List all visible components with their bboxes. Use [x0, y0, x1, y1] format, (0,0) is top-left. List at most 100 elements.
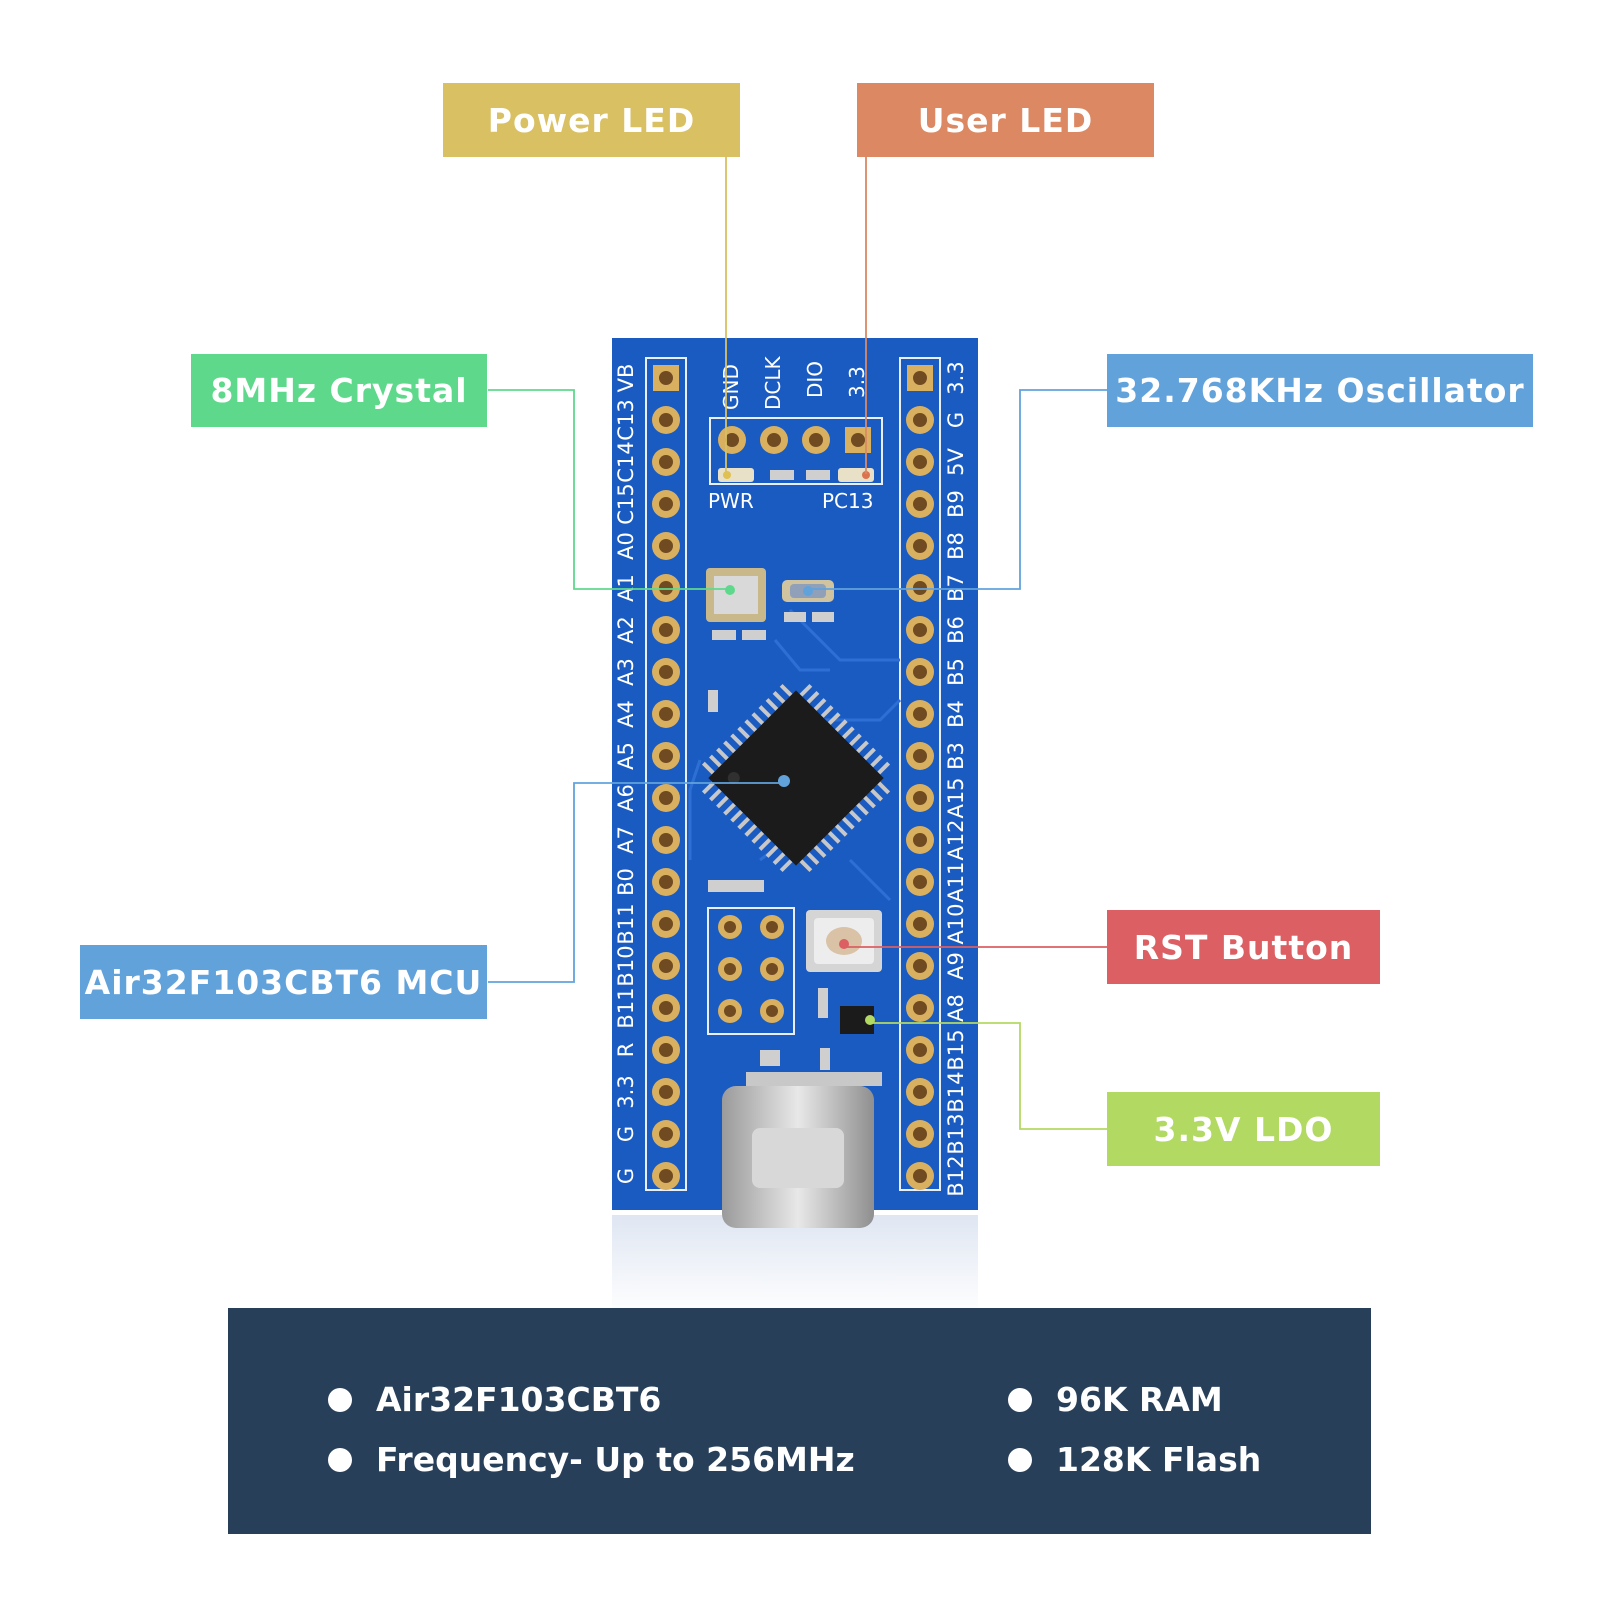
pin-layer: VBC13C14C15A0A1A2A3A4A5A6A7B0B11B10B11R3… — [614, 361, 968, 1196]
header-pin-hole — [659, 707, 673, 721]
right-pin-label: B8 — [944, 532, 968, 560]
power-led-dot — [723, 471, 731, 479]
bullet-icon — [328, 1387, 352, 1412]
oscillator-32k-leader — [808, 389, 1108, 590]
mcu-lead — [799, 683, 813, 697]
mcu-lead — [834, 719, 848, 733]
right-pin-label: A12 — [944, 819, 968, 860]
mcu-lead — [716, 795, 729, 809]
header-pin-hole — [659, 1169, 673, 1183]
header-pin-hole — [913, 959, 927, 973]
right-pin-label: A9 — [944, 952, 968, 980]
header-pin-hole — [659, 371, 673, 385]
mcu-lead — [701, 761, 715, 775]
mcu-lead — [751, 712, 765, 725]
header-pin-hole — [913, 1043, 927, 1057]
right-pin-label: A8 — [944, 994, 968, 1022]
header-pin-hole — [913, 1001, 927, 1015]
right-pin-label: B15 — [944, 1029, 968, 1070]
right-pin-label: B9 — [944, 490, 968, 518]
capacitor — [812, 612, 834, 622]
left-pin-label: C13 — [614, 399, 638, 440]
spec-item-flash: 128K Flash — [1008, 1440, 1261, 1479]
mcu-lead — [716, 747, 729, 761]
mcu-lead — [772, 691, 786, 704]
header-pin-hole — [913, 749, 927, 763]
debug-header-outline — [709, 417, 883, 485]
header-pin-hole — [725, 433, 739, 447]
right-pin-label: B13 — [944, 1113, 968, 1154]
capacitor-array — [708, 880, 764, 892]
header-pin-hole — [913, 413, 927, 427]
header-pin-hole — [913, 371, 927, 385]
mcu-lead — [744, 823, 758, 837]
mcu-lead — [863, 795, 876, 809]
mcu-lead — [863, 747, 876, 761]
boot-header-outline — [707, 907, 795, 1035]
capacitor — [784, 612, 806, 622]
mcu-lead — [856, 740, 869, 754]
capacitor — [742, 630, 766, 640]
left-pin-label: A6 — [614, 784, 638, 812]
boot-header-pins — [718, 915, 784, 1023]
header-pin-hole — [659, 497, 673, 511]
left-pin-label: A5 — [614, 742, 638, 770]
mcu-lead — [723, 802, 736, 816]
header-pin-hole — [659, 539, 673, 553]
user-led-callout: User LED — [857, 83, 1154, 157]
header-pin-hole — [913, 623, 927, 637]
mcu-lead — [709, 754, 722, 768]
right-pin-label: B6 — [944, 616, 968, 644]
left-pin-label: A2 — [614, 616, 638, 644]
mcu-lead — [820, 838, 834, 851]
capacitor — [712, 630, 736, 640]
header-pin-hole — [913, 791, 927, 805]
resistor — [820, 1048, 830, 1070]
right-pin-label: B5 — [944, 658, 968, 686]
left-pin-label: B10 — [614, 945, 638, 986]
mcu-lead — [827, 712, 841, 725]
spec-text: Frequency- Up to 256MHz — [376, 1440, 855, 1479]
left-pin-label: G — [614, 1168, 638, 1184]
rst-button-callout: RST Button — [1107, 910, 1380, 984]
mcu-lead — [813, 698, 827, 711]
left-pin-label: B11 — [614, 903, 638, 944]
mcu-lead — [841, 816, 855, 830]
header-pin-hole — [659, 455, 673, 469]
pc13-silk-label: PC13 — [822, 489, 873, 513]
power-led-callout: Power LED — [443, 83, 740, 157]
mcu-lead — [701, 781, 715, 795]
header-pin-hole — [659, 1001, 673, 1015]
header-pin-hole — [659, 413, 673, 427]
header-pin-hole — [659, 665, 673, 679]
pwr-silk-label: PWR — [708, 489, 754, 513]
left-pin-label: C14 — [614, 441, 638, 482]
right-pin-label: B14 — [944, 1071, 968, 1112]
left-pin-label: R — [614, 1043, 638, 1058]
oscillator-32k-callout: 32.768KHz Oscillator — [1107, 354, 1533, 427]
header-pin-hole — [659, 791, 673, 805]
mcu-lead — [737, 816, 751, 830]
mcu-lead — [834, 823, 848, 837]
right-pin-label: 5V — [944, 448, 968, 476]
mcu-lead — [758, 838, 772, 851]
mcu-lead — [730, 809, 743, 823]
mcu-lead — [779, 859, 793, 873]
mcu-lead — [841, 726, 855, 740]
crystal-8mhz-can — [714, 576, 758, 614]
left-pin-label: VB — [614, 364, 638, 393]
debug-pin-label-gnd: GND — [719, 364, 743, 410]
usb-c-pads — [746, 1072, 882, 1086]
mcu-lead — [856, 802, 869, 816]
usb-c-port — [752, 1128, 844, 1188]
left-pin-label: B11 — [614, 987, 638, 1028]
mcu-lead — [758, 705, 772, 718]
mcu-lead — [806, 852, 820, 865]
mcu-lead — [849, 809, 862, 823]
right-pin-label: B7 — [944, 574, 968, 602]
crystal-8mhz-leader — [488, 389, 730, 590]
left-pin-label: G — [614, 1126, 638, 1142]
mcu-lead — [870, 754, 883, 768]
spec-item-frequency: Frequency- Up to 256MHz — [328, 1440, 855, 1479]
mcu-lead — [849, 733, 862, 747]
